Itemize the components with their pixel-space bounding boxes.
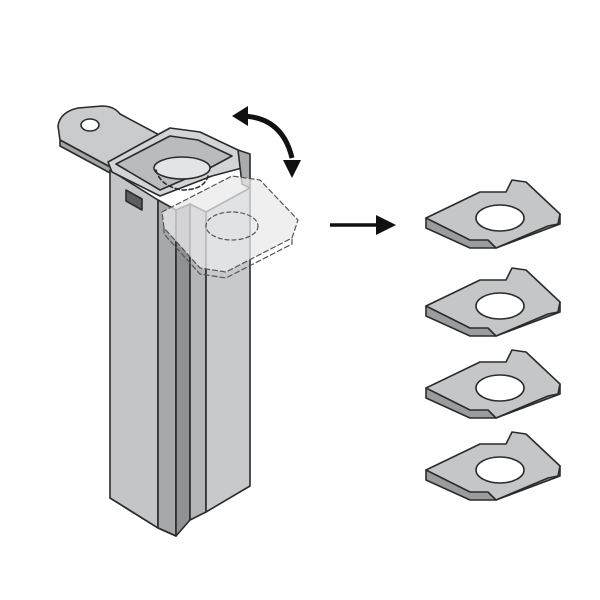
washer [425, 431, 561, 501]
washer [425, 179, 561, 249]
post-channel-left [157, 199, 177, 537]
post-slot [125, 189, 143, 211]
mounting-hole [80, 118, 100, 132]
washer [425, 349, 561, 419]
washer [425, 267, 561, 337]
ghost-washer [161, 175, 299, 279]
washer-stack [425, 179, 561, 501]
rotate-arrow-icon [232, 106, 301, 178]
post-left-face [109, 169, 159, 529]
top-collar [107, 127, 251, 197]
right-arrow-icon [330, 215, 396, 235]
post-bracket [57, 105, 299, 537]
